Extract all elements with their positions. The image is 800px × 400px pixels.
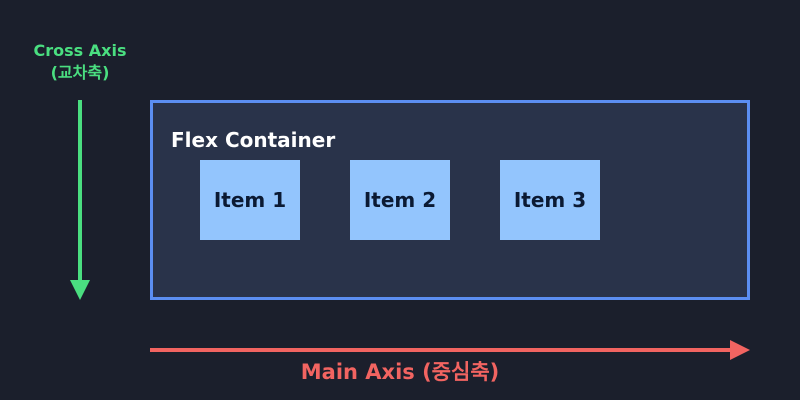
flex-item-2: Item 2 (350, 160, 450, 240)
flex-item-2-label: Item 2 (363, 188, 437, 212)
main-axis-label: Main Axis (중심축) (300, 360, 500, 384)
cross-axis-label: Cross Axis (교차축) (20, 40, 140, 84)
flex-item-1: Item 1 (200, 160, 300, 240)
cross-axis-arrow (70, 100, 90, 300)
cross-axis-label-line1: Cross Axis (33, 41, 127, 60)
main-axis-arrow (150, 340, 750, 360)
container-title: Flex Container (171, 128, 336, 152)
flex-container: Flex Container Item 1 Item 2 Item 3 (150, 100, 750, 300)
flex-item-3-label: Item 3 (513, 188, 587, 212)
cross-axis-label-line2: (교차축) (50, 63, 110, 82)
flex-item-1-label: Item 1 (213, 188, 287, 212)
flex-item-3: Item 3 (500, 160, 600, 240)
